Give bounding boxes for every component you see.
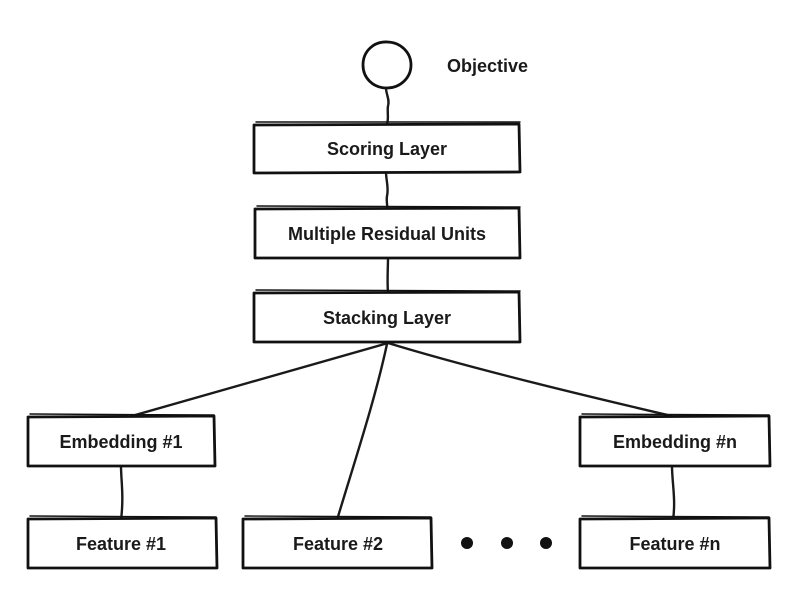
ellipsis-dot-3 <box>540 537 552 549</box>
scoring-layer-outline <box>252 122 522 175</box>
stacking-layer-box: Stacking Layer <box>252 289 522 344</box>
ellipsis-dots <box>461 537 552 549</box>
residual-units-label: Multiple Residual Units <box>288 224 486 244</box>
edge-embedding-n-to-feature-n <box>670 464 676 522</box>
objective-label: Objective <box>447 56 528 76</box>
edge-stacking-to-embedding-1 <box>116 341 390 422</box>
stacking-layer-outline <box>252 290 522 344</box>
edge-stacking-to-feature-2 <box>335 342 389 522</box>
embedding-n-box: Embedding #n <box>578 413 772 468</box>
embedding-1-outline <box>26 414 217 468</box>
residual-units-outline <box>253 206 522 260</box>
feature-n-box: Feature #n <box>578 515 772 570</box>
feature-1-box: Feature #1 <box>26 515 219 570</box>
feature-2-label: Feature #2 <box>293 534 383 554</box>
edge-objective-to-scoring <box>384 86 390 126</box>
feature-2-box: Feature #2 <box>241 515 434 570</box>
edge-scoring-to-residual <box>384 170 389 212</box>
objective-node: Objective <box>361 40 528 90</box>
feature-n-outline <box>578 516 772 570</box>
embedding-n-outline <box>578 414 772 468</box>
edge-embedding-1-to-feature-1 <box>119 464 124 522</box>
edge-stacking-to-embedding-n <box>386 341 674 418</box>
feature-1-label: Feature #1 <box>76 534 166 554</box>
stacking-layer-label: Stacking Layer <box>323 308 451 328</box>
objective-circle <box>361 40 413 90</box>
ellipsis-dot-1 <box>461 537 473 549</box>
scoring-layer-box: Scoring Layer <box>252 121 522 175</box>
feature-2-outline <box>241 516 434 570</box>
residual-units-box: Multiple Residual Units <box>253 205 522 260</box>
feature-n-label: Feature #n <box>629 534 720 554</box>
scoring-layer-label: Scoring Layer <box>327 139 447 159</box>
connectors <box>116 86 676 522</box>
feature-1-outline <box>26 516 219 570</box>
ellipsis-dot-2 <box>501 537 513 549</box>
embedding-1-box: Embedding #1 <box>26 413 217 468</box>
embedding-n-label: Embedding #n <box>613 432 737 452</box>
embedding-1-label: Embedding #1 <box>59 432 182 452</box>
